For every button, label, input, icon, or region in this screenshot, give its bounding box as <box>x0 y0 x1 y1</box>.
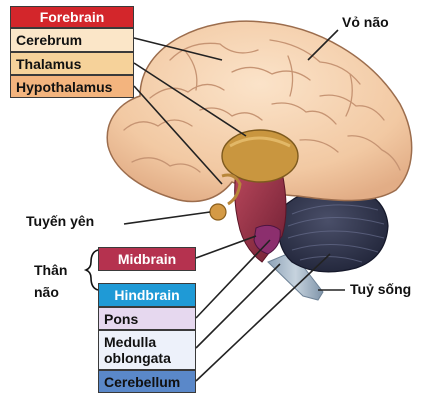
pons-label: Pons <box>98 307 196 330</box>
spinal-cord-label: Tuỷ sống <box>350 281 412 297</box>
cerebellum-folia <box>287 204 385 263</box>
thalamus-shape <box>221 129 299 183</box>
medulla-oblongata-label: Medulla oblongata <box>98 330 196 370</box>
midbrain-shape <box>253 224 281 255</box>
pituitary-shape <box>209 203 227 221</box>
thalamus-highlight <box>229 136 291 148</box>
midbrain-header: Midbrain <box>98 247 196 271</box>
hypothalamus-label: Hypothalamus <box>10 75 134 98</box>
brainstem-label-line-2: não <box>34 284 59 300</box>
brainstem-bracket <box>83 249 99 291</box>
cerebellum-label: Cerebellum <box>98 370 196 393</box>
leader-lines <box>123 29 345 382</box>
cerebrum-label: Cerebrum <box>10 28 134 52</box>
thalamus-label: Thalamus <box>10 52 134 75</box>
hindbrain-header: Hindbrain <box>98 283 196 307</box>
pituitary-label: Tuyến yên <box>26 213 95 229</box>
hypothalamus-shape <box>221 173 242 206</box>
brainstem-label-line-1: Thân <box>34 262 68 278</box>
medulla-line-1: Medulla <box>104 334 157 350</box>
forebrain-header: Forebrain <box>10 6 134 28</box>
cerebrum-shape <box>106 20 413 203</box>
brainstem-label: Thân não <box>34 259 67 303</box>
cortex-label: Vỏ não <box>342 14 389 30</box>
medulla-line-2: oblongata <box>104 350 171 366</box>
